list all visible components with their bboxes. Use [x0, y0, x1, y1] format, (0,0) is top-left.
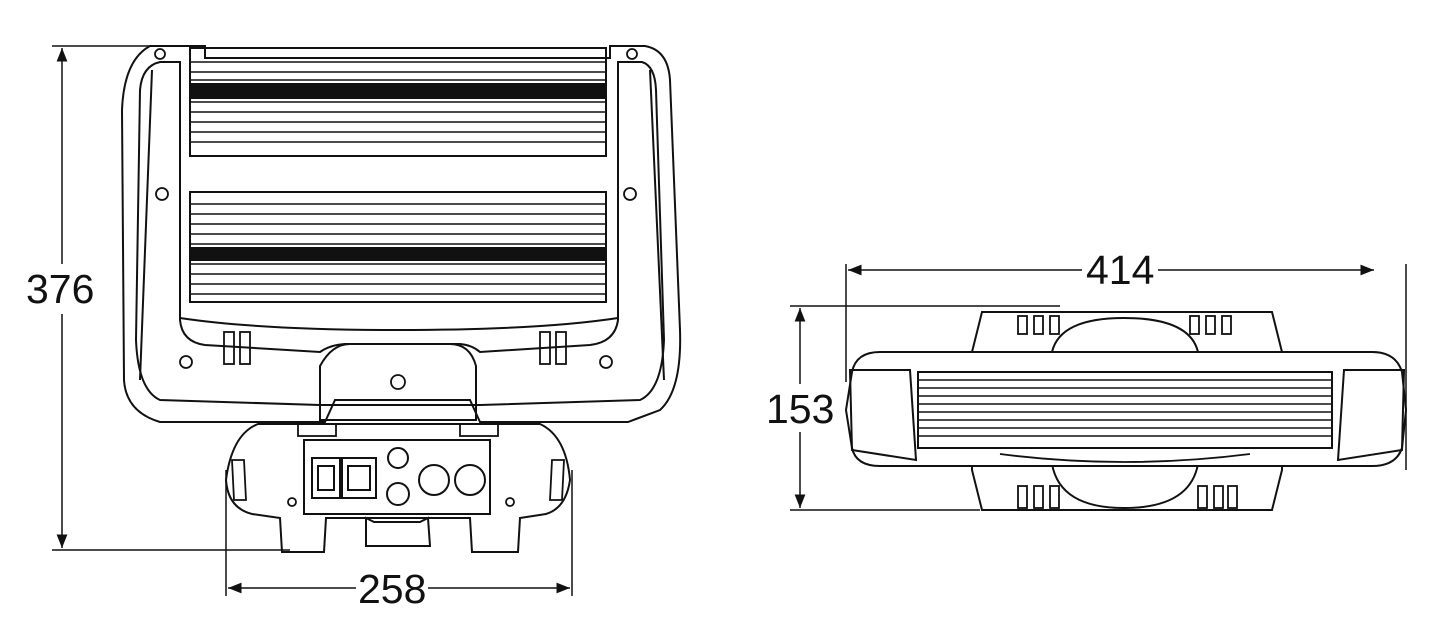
top-view — [844, 311, 1408, 511]
top-handle-arc — [999, 453, 1251, 463]
dmx-connectors — [386, 447, 486, 506]
top-base-bump-bottom — [1050, 463, 1200, 510]
top-louvers — [917, 371, 1333, 449]
top-base-clips — [1017, 315, 1238, 509]
dimension-lines — [52, 45, 1407, 596]
front-left-rail — [139, 69, 153, 381]
front-view — [120, 45, 682, 553]
front-neck — [319, 343, 477, 421]
front-base-grips — [231, 423, 565, 507]
front-right-rail — [649, 69, 665, 381]
dim-label-153: 153 — [766, 386, 834, 432]
front-base-outline — [224, 423, 572, 553]
front-bottom-tab — [365, 516, 432, 547]
dim-label-376: 376 — [26, 266, 94, 312]
top-left-endcap — [848, 369, 918, 462]
front-connector-panel — [303, 439, 491, 515]
front-clips — [223, 331, 567, 365]
front-upper-louvers — [189, 47, 607, 157]
top-base-bump-top — [1050, 316, 1200, 353]
front-yoke-outline — [120, 45, 682, 423]
top-right-endcap — [1336, 369, 1406, 462]
front-screws — [154, 48, 638, 390]
front-head-lip — [179, 317, 619, 332]
front-lower-louvers — [189, 191, 607, 303]
dim-label-414: 414 — [1086, 247, 1154, 293]
dim-label-258: 258 — [358, 566, 426, 612]
power-sockets — [311, 457, 377, 499]
